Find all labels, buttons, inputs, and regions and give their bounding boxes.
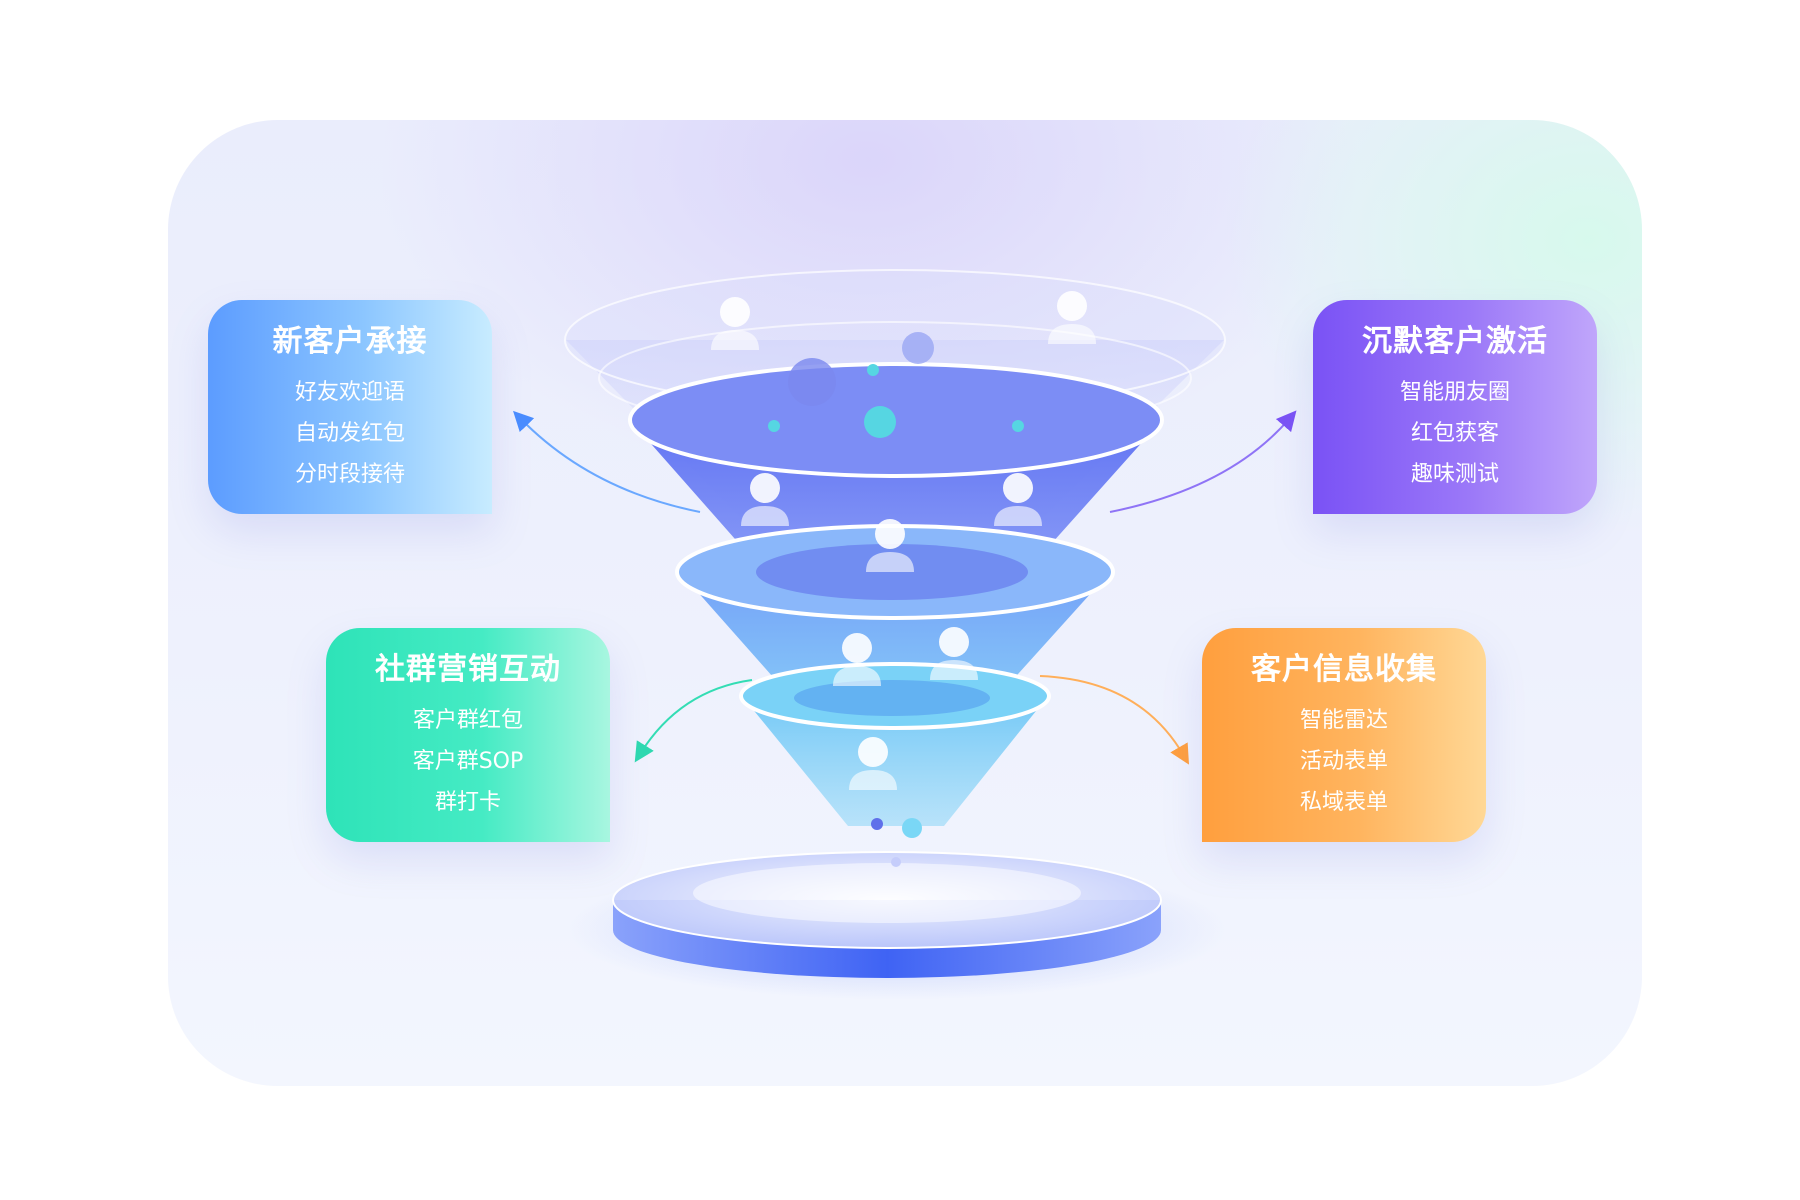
card-silent-activation: 沉默客户激活 智能朋友圈 红包获客 趣味测试 [1313, 300, 1597, 514]
card-item: 客户群红包 [412, 708, 523, 733]
card-title: 客户信息收集 [1251, 652, 1437, 687]
card-item: 群打卡 [434, 790, 501, 815]
card-new-customer: 新客户承接 好友欢迎语 自动发红包 分时段接待 [208, 300, 492, 514]
arrow-to-community-marketing [634, 679, 753, 763]
arrow-to-new-customer [513, 410, 701, 513]
card-title: 社群营销互动 [375, 652, 561, 687]
funnel-level-3 [742, 696, 1048, 826]
arrow-to-silent-activation [1109, 410, 1297, 513]
card-title: 沉默客户激活 [1362, 324, 1548, 359]
card-item: 智能雷达 [1299, 708, 1388, 733]
card-item: 活动表单 [1299, 749, 1388, 774]
arrow-to-info-collection [1039, 675, 1190, 765]
card-item: 客户群SOP [412, 749, 524, 774]
card-item: 私域表单 [1299, 790, 1388, 815]
card-item: 智能朋友圈 [1399, 380, 1510, 405]
card-community-marketing: 社群营销互动 客户群红包 客户群SOP 群打卡 [326, 628, 610, 842]
card-item: 趣味测试 [1410, 462, 1499, 487]
card-item: 红包获客 [1410, 421, 1499, 446]
card-title: 新客户承接 [272, 324, 428, 359]
card-item: 自动发红包 [294, 421, 405, 446]
card-info-collection: 客户信息收集 智能雷达 活动表单 私域表单 [1202, 628, 1486, 842]
card-item: 好友欢迎语 [294, 380, 405, 405]
card-item: 分时段接待 [294, 462, 405, 487]
